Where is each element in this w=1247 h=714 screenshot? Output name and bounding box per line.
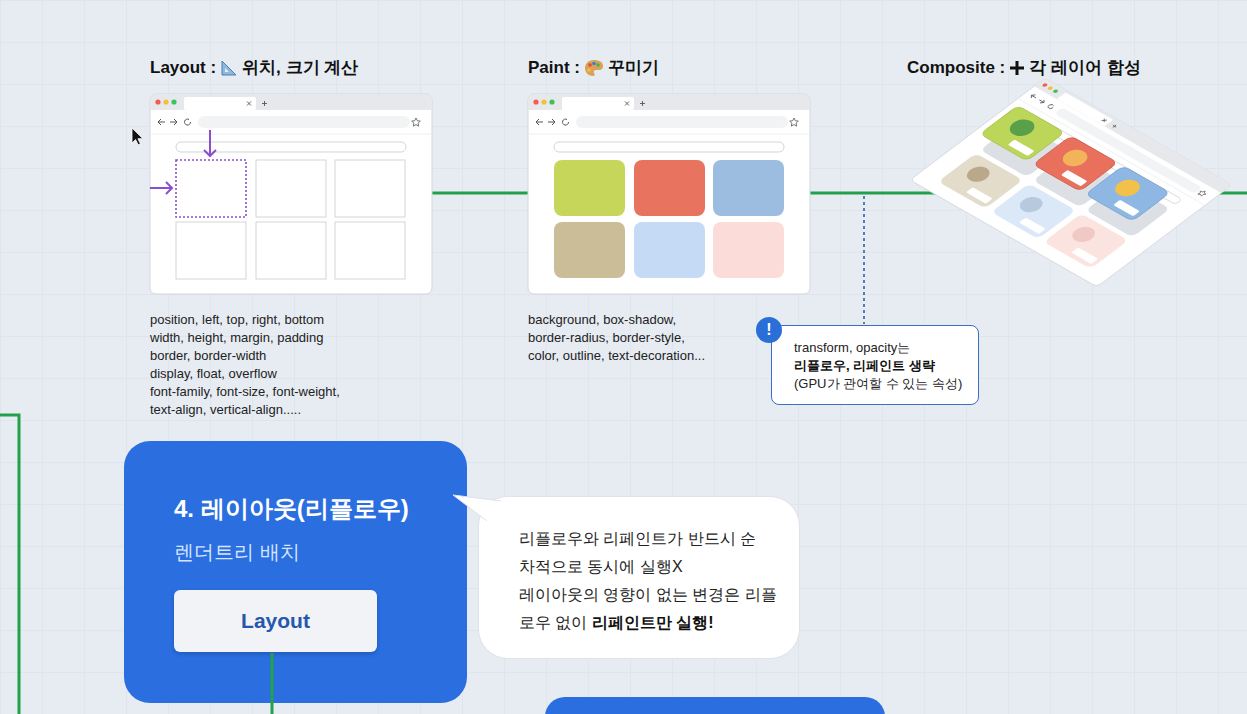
heading-text: Paint : [528,58,580,78]
bubble-emphasis: 리페인트만 실행! [592,614,714,631]
stage-box: 4. 레이아웃(리플로우) 렌더트리 배치 Layout [124,441,467,703]
bubble-text: 리플로우와 리페인트가 반드시 순차적으로 동시에 실행X [519,525,764,581]
speech-bubble: 리플로우와 리페인트가 반드시 순차적으로 동시에 실행X레이아웃의 영향이 없… [478,496,800,659]
stage-title: 4. 레이아웃(리플로우) [174,493,409,525]
property-line: border, border-width [150,347,340,365]
stage-heading: Layout : 위치, 크기 계산 [150,56,358,79]
property-line: text-align, vertical-align..... [150,401,340,419]
ruler-icon [220,59,238,77]
property-line: background, box-shadow, [528,311,705,329]
property-line: display, float, overflow [150,365,340,383]
note-text: 리플로우, 리페인트 생략 [794,357,968,375]
stage-subtitle: 렌더트리 배치 [174,539,300,566]
heading-text: 각 레이어 합성 [1029,56,1140,79]
bubble-paragraph: 레이아웃의 영향이 없는 변경은 리플로우 없이 리페인트만 실행! [519,581,779,637]
property-line: font-family, font-size, font-weight, [150,383,340,401]
note-text: (GPU가 관여할 수 있는 속성) [794,375,968,393]
property-line: color, outline, text-decoration... [528,347,705,365]
bubble-tail [449,491,509,540]
note-text: transform, opacity는 [794,339,968,357]
heading-text: Composite : [907,58,1005,78]
heading-text: 위치, 크기 계산 [242,56,358,79]
heading-text: 꾸미기 [608,56,659,79]
property-list: position, left, top, right, bottomwidth,… [150,311,340,419]
property-line: width, height, margin, padding [150,329,340,347]
plus-icon [1009,60,1025,76]
heading-text: Layout : [150,58,216,78]
button-text: Layout [241,609,310,633]
property-line: position, left, top, right, bottom [150,311,340,329]
note-box: transform, opacity는리플로우, 리페인트 생략(GPU가 관여… [771,325,979,405]
stage-button: Layout [174,590,377,652]
property-list: background, box-shadow,border-radius, bo… [528,311,705,365]
stage-heading: Composite : 각 레이어 합성 [907,56,1141,79]
alert-badge: ! [756,317,782,343]
palette-icon [584,59,604,77]
property-line: border-radius, border-style, [528,329,705,347]
stage-heading: Paint : 꾸미기 [528,56,659,79]
